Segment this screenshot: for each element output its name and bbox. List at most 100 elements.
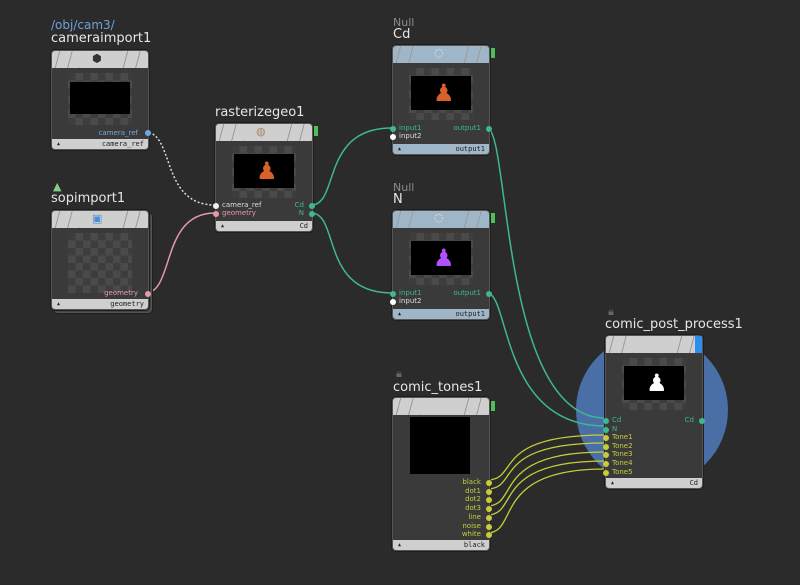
input-port[interactable] bbox=[390, 299, 396, 305]
port-label: dot1 bbox=[465, 486, 481, 495]
node-null-cd[interactable]: ◌ ♟ input1 input2 output1 output1 bbox=[390, 45, 492, 155]
port-label: input1 bbox=[399, 289, 422, 297]
port-label: black bbox=[462, 478, 481, 486]
wire-camera-ref[interactable] bbox=[144, 131, 216, 206]
output-port[interactable] bbox=[486, 506, 492, 513]
display-flag[interactable] bbox=[313, 126, 318, 136]
input-port[interactable] bbox=[213, 211, 219, 217]
port-label: line bbox=[468, 512, 481, 521]
node-header[interactable]: ▣ bbox=[52, 211, 148, 228]
lock-icon: 🔒︎ bbox=[608, 305, 614, 318]
input-port[interactable] bbox=[603, 469, 609, 476]
input-port[interactable] bbox=[390, 291, 396, 297]
node-label-cd: Cd bbox=[393, 27, 411, 42]
rasterize-icon: ◍ bbox=[256, 125, 266, 138]
node-header[interactable]: ◍ bbox=[216, 124, 312, 141]
node-footer: output1 bbox=[393, 309, 489, 319]
input-port[interactable] bbox=[603, 452, 609, 459]
port-label: input2 bbox=[399, 297, 422, 305]
wire-geometry[interactable] bbox=[144, 212, 216, 294]
node-null-n[interactable]: ◌ ♟ input1 input2 output1 output1 bbox=[390, 210, 492, 320]
port-label: Cd bbox=[294, 201, 304, 209]
preview-figure: ♟ bbox=[433, 244, 455, 272]
null-icon: ◌ bbox=[434, 211, 444, 224]
node-footer: Cd bbox=[216, 221, 312, 231]
node-footer: camera_ref bbox=[52, 139, 148, 149]
display-flag[interactable] bbox=[490, 48, 495, 58]
display-flag[interactable] bbox=[490, 213, 495, 223]
port-label: input1 bbox=[399, 124, 422, 132]
output-port[interactable] bbox=[486, 291, 492, 297]
port-label: N bbox=[612, 424, 618, 433]
output-port[interactable] bbox=[145, 291, 151, 297]
output-port[interactable] bbox=[486, 532, 492, 539]
node-label-comic-tones1: comic_tones1 bbox=[393, 380, 483, 395]
input-port[interactable] bbox=[603, 418, 609, 424]
node-rasterizegeo1[interactable]: ◍ ♟ camera_ref geometry Cd N Cd bbox=[213, 123, 315, 232]
node-path: /obj/cam3/ bbox=[51, 18, 115, 32]
wire-cd[interactable] bbox=[310, 127, 393, 206]
output-port[interactable] bbox=[486, 126, 492, 132]
node-footer: Cd bbox=[606, 478, 702, 488]
port-label: output1 bbox=[453, 289, 481, 297]
wire-n-post[interactable] bbox=[486, 292, 606, 427]
input-port[interactable] bbox=[603, 443, 609, 450]
output-port[interactable] bbox=[699, 418, 705, 424]
output-port[interactable] bbox=[145, 130, 151, 136]
input-port[interactable] bbox=[603, 426, 609, 433]
wire-cd-post[interactable] bbox=[486, 127, 606, 419]
port-label: white bbox=[461, 530, 481, 539]
output-port[interactable] bbox=[309, 203, 315, 209]
port-label: noise bbox=[462, 521, 481, 530]
node-label-cameraimport1: cameraimport1 bbox=[51, 31, 152, 46]
input-port[interactable] bbox=[390, 126, 396, 132]
port-label: dot2 bbox=[465, 495, 481, 504]
node-header[interactable]: ◌ bbox=[393, 211, 489, 228]
input-port[interactable] bbox=[603, 461, 609, 467]
node-footer: output1 bbox=[393, 144, 489, 154]
port-label: geometry bbox=[222, 209, 256, 217]
port-label: N bbox=[298, 209, 304, 217]
node-sopimport1[interactable]: ▣ geometry geometry bbox=[51, 210, 151, 310]
output-port[interactable] bbox=[486, 523, 492, 530]
output-port[interactable] bbox=[486, 488, 492, 495]
port-label: Cd bbox=[684, 416, 694, 424]
node-type: Null bbox=[393, 181, 415, 194]
node-type: Null bbox=[393, 16, 415, 29]
camera-icon: ⬢ bbox=[92, 52, 102, 65]
output-port[interactable] bbox=[486, 497, 492, 504]
node-cameraimport1[interactable]: ⬢ camera_ref camera_ref bbox=[51, 50, 151, 150]
node-header[interactable]: ⬢ bbox=[52, 51, 148, 68]
port-label: Tone1 bbox=[612, 433, 633, 442]
port-label: Tone3 bbox=[612, 450, 633, 459]
node-header[interactable] bbox=[393, 398, 489, 415]
node-label-comic-post-process1: comic_post_process1 bbox=[605, 317, 743, 332]
lock-icon: 🔒︎ bbox=[396, 367, 402, 380]
node-header[interactable]: ◌ bbox=[393, 46, 489, 63]
output-port[interactable] bbox=[486, 480, 492, 486]
null-icon: ◌ bbox=[434, 46, 444, 59]
port-label: Tone4 bbox=[612, 459, 633, 467]
output-port[interactable] bbox=[309, 211, 315, 217]
node-label-sopimport1: sopimport1 bbox=[51, 191, 126, 206]
port-label: Tone5 bbox=[612, 467, 633, 476]
preview-figure: ♟ bbox=[256, 157, 278, 185]
node-header[interactable] bbox=[606, 336, 702, 353]
input-port[interactable] bbox=[213, 203, 219, 209]
node-footer: geometry bbox=[52, 299, 148, 309]
wire-n[interactable] bbox=[310, 212, 393, 294]
tone-wires bbox=[486, 434, 606, 534]
port-label: Cd bbox=[612, 416, 622, 424]
display-flag[interactable] bbox=[490, 401, 495, 411]
input-port[interactable] bbox=[603, 435, 609, 442]
node-footer: black bbox=[393, 540, 489, 550]
template-flag[interactable] bbox=[695, 336, 702, 353]
node-label-rasterizegeo1: rasterizegeo1 bbox=[215, 105, 305, 120]
port-label: input2 bbox=[399, 132, 422, 140]
output-port[interactable] bbox=[486, 514, 492, 521]
input-port[interactable] bbox=[390, 134, 396, 140]
node-label-n: N bbox=[393, 192, 403, 207]
port-label: camera_ref bbox=[98, 129, 138, 137]
